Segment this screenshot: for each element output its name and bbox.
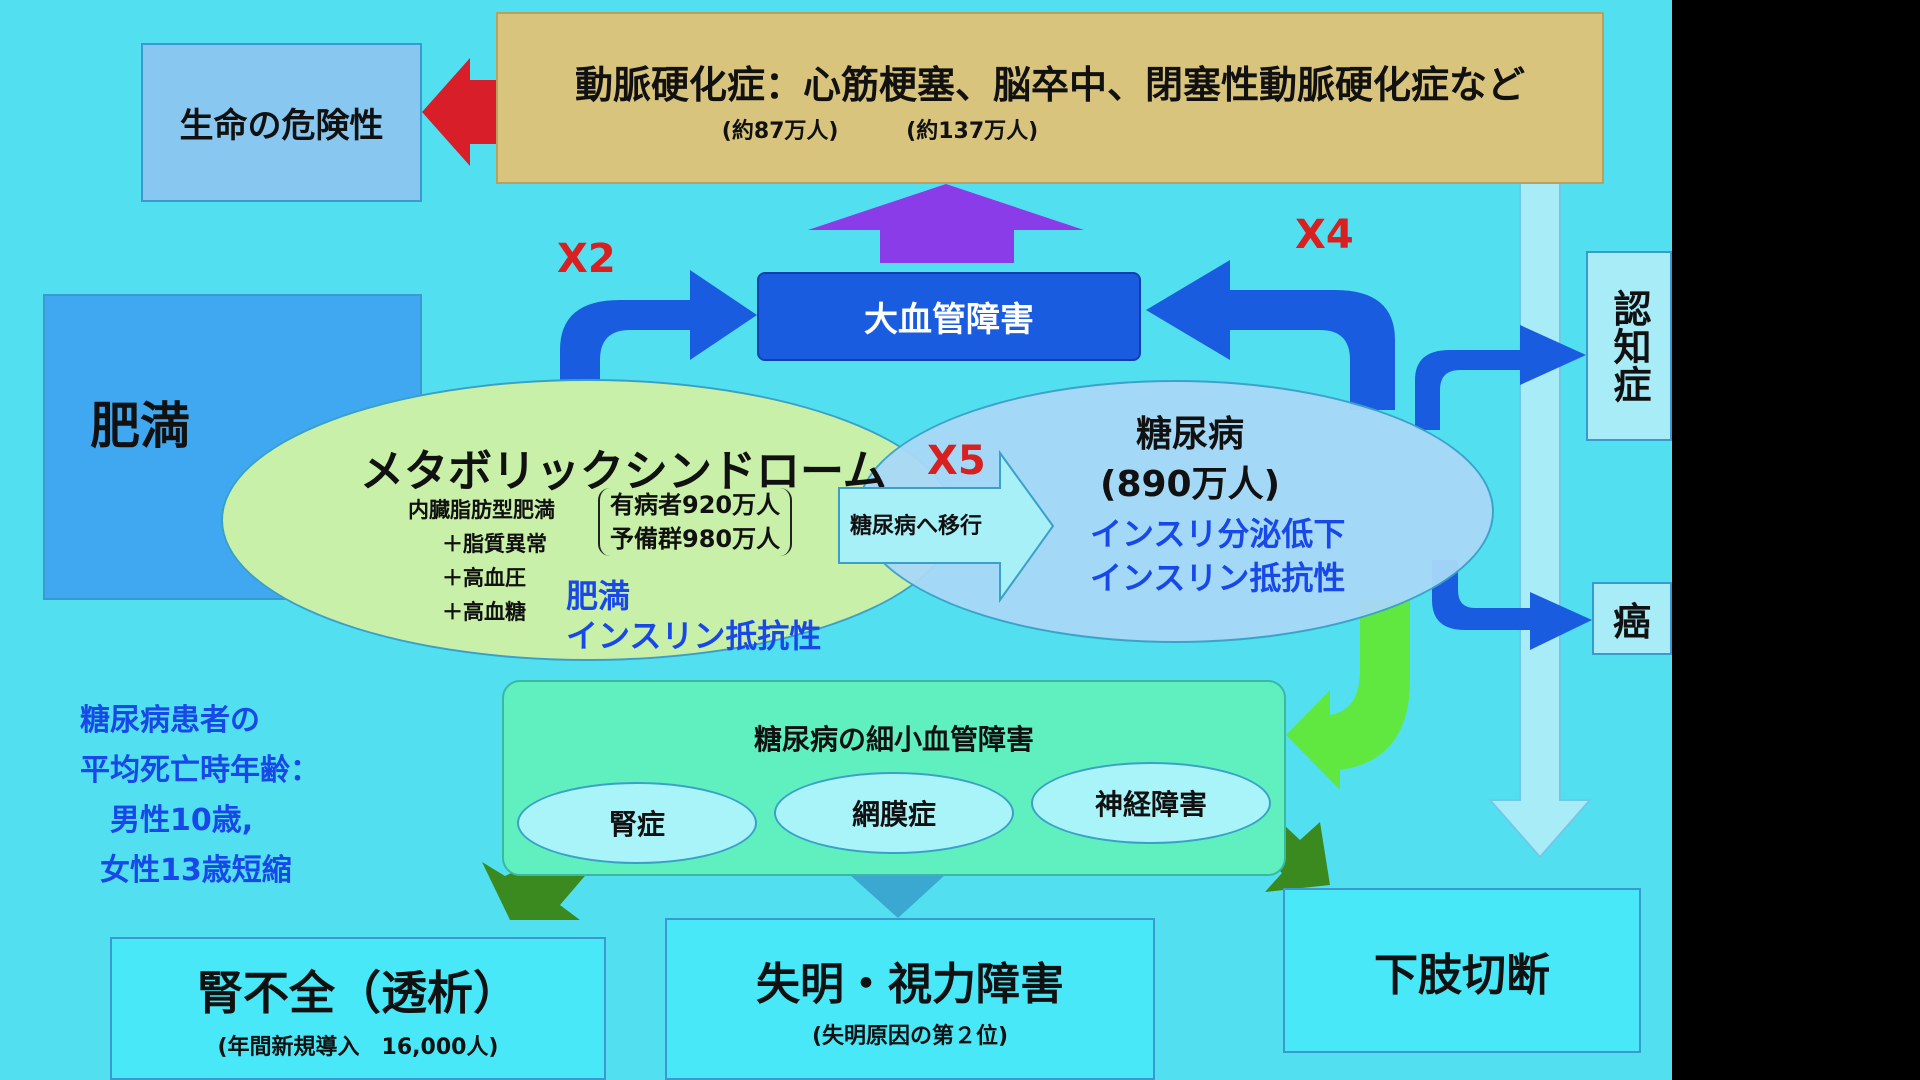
down-arrow-retina bbox=[850, 850, 945, 918]
multiplier-x4: X4 bbox=[1295, 212, 1354, 258]
note-line: 女性13歳短縮 bbox=[100, 853, 292, 888]
diabetes-title: 糖尿病 bbox=[1136, 414, 1245, 455]
note-line: 男性10歳, bbox=[110, 803, 254, 838]
criteria-line: 内臓脂肪型肥満 bbox=[408, 498, 555, 522]
multiplier-x5: X5 bbox=[927, 438, 986, 484]
cancer-label: 癌 bbox=[1612, 600, 1651, 644]
dementia-box: 認知症 bbox=[1586, 251, 1672, 441]
blue-arrow-x2 bbox=[560, 270, 757, 420]
diabetes-count: (890万人) bbox=[1100, 464, 1281, 505]
red-arrow bbox=[422, 58, 496, 166]
nephropathy-ellipse: 腎症 bbox=[517, 782, 757, 864]
transition-label: 糖尿病へ移行 bbox=[850, 514, 983, 539]
light-down-arrow bbox=[1487, 158, 1593, 859]
metabolic-obesity: 肥満 bbox=[566, 577, 631, 615]
blue-arrow-cancer bbox=[1432, 560, 1592, 650]
slide: 生命の危険性 動脈硬化症：心筋梗塞、脳卒中、閉塞性動脈硬化症など (約87万人)… bbox=[0, 0, 1672, 1080]
diabetes-text: 糖尿病 (890万人) bbox=[1100, 410, 1280, 510]
neuropathy-label: 神経障害 bbox=[1094, 788, 1207, 821]
life-danger-label: 生命の危険性 bbox=[179, 106, 384, 146]
green-arrow bbox=[1286, 600, 1410, 790]
note-line: 糖尿病患者の bbox=[80, 703, 260, 738]
life-danger-box: 生命の危険性 bbox=[141, 43, 422, 202]
arteriosclerosis-box: 動脈硬化症：心筋梗塞、脳卒中、閉塞性動脈硬化症など (約87万人) (約137万… bbox=[496, 12, 1604, 184]
amputation-box: 下肢切断 bbox=[1283, 888, 1641, 1053]
nephropathy-label: 腎症 bbox=[608, 808, 665, 841]
criteria-line: ＋脂質異常 bbox=[442, 532, 547, 556]
metabolic-title: メタボリックシンドローム bbox=[360, 446, 887, 497]
criteria-line: ＋高血糖 bbox=[442, 600, 526, 624]
neuropathy-ellipse: 神経障害 bbox=[1031, 762, 1271, 844]
criteria-line: ＋高血圧 bbox=[442, 566, 526, 590]
microvascular-title: 糖尿病の細小血管障害 bbox=[753, 723, 1034, 756]
purple-up-arrow bbox=[808, 184, 1084, 263]
metabolic-counts: 有病者920万人 予備群980万人 bbox=[598, 488, 793, 556]
note-line: 平均死亡時年齢： bbox=[80, 753, 320, 788]
amputation-label: 下肢切断 bbox=[1374, 949, 1550, 1001]
renal-failure-label: 腎不全（透析） bbox=[197, 965, 519, 1020]
renal-failure-box: 腎不全（透析） (年間新規導入 16,000人) bbox=[110, 937, 606, 1080]
patients-count: 有病者920万人 bbox=[610, 491, 781, 519]
macrovascular-box: 大血管障害 bbox=[757, 272, 1141, 361]
blue-arrow-dementia bbox=[1415, 325, 1586, 430]
arteriosclerosis-label: 動脈硬化症：心筋梗塞、脳卒中、閉塞性動脈硬化症など bbox=[574, 63, 1525, 107]
arrows-layer bbox=[422, 58, 1593, 920]
metabolic-criteria: 内臓脂肪型肥満 ＋脂質異常 ＋高血圧 ＋高血糖 bbox=[408, 493, 555, 629]
metabolic-ellipse bbox=[221, 379, 955, 661]
blindness-box: 失明・視力障害 (失明原因の第２位) bbox=[665, 918, 1155, 1080]
metabolic-insulin-resistance: インスリン抵抗性 bbox=[566, 617, 822, 655]
blindness-label: 失明・視力障害 bbox=[756, 959, 1064, 1010]
insulin-resistance: インスリン抵抗性 bbox=[1090, 559, 1346, 597]
mi-count: (約87万人) bbox=[721, 119, 839, 144]
blindness-sub: (失明原因の第２位) bbox=[811, 1024, 1009, 1049]
obesity-label: 肥満 bbox=[90, 397, 190, 455]
stroke-count: (約137万人) bbox=[906, 119, 1039, 144]
insulin-secretion-decline: インスリ分泌低下 bbox=[1090, 515, 1346, 553]
dementia-label: 認知症 bbox=[1607, 289, 1651, 403]
diabetes-blue-text: インスリ分泌低下 インスリン抵抗性 bbox=[1090, 512, 1345, 600]
metabolic-blue-text: 肥満 インスリン抵抗性 bbox=[566, 576, 821, 656]
life-expectancy-note: 糖尿病患者の 平均死亡時年齢： 男性10歳, 女性13歳短縮 bbox=[80, 696, 320, 896]
renal-failure-sub: (年間新規導入 16,000人) bbox=[217, 1034, 499, 1060]
blue-arrow-x4 bbox=[1146, 260, 1395, 410]
macrovascular-label: 大血管障害 bbox=[864, 300, 1034, 340]
retinopathy-ellipse: 網膜症 bbox=[774, 772, 1014, 854]
retinopathy-label: 網膜症 bbox=[851, 798, 936, 831]
multiplier-x2: X2 bbox=[557, 236, 616, 282]
cancer-box: 癌 bbox=[1592, 582, 1672, 655]
reserve-count: 予備群980万人 bbox=[610, 525, 781, 553]
